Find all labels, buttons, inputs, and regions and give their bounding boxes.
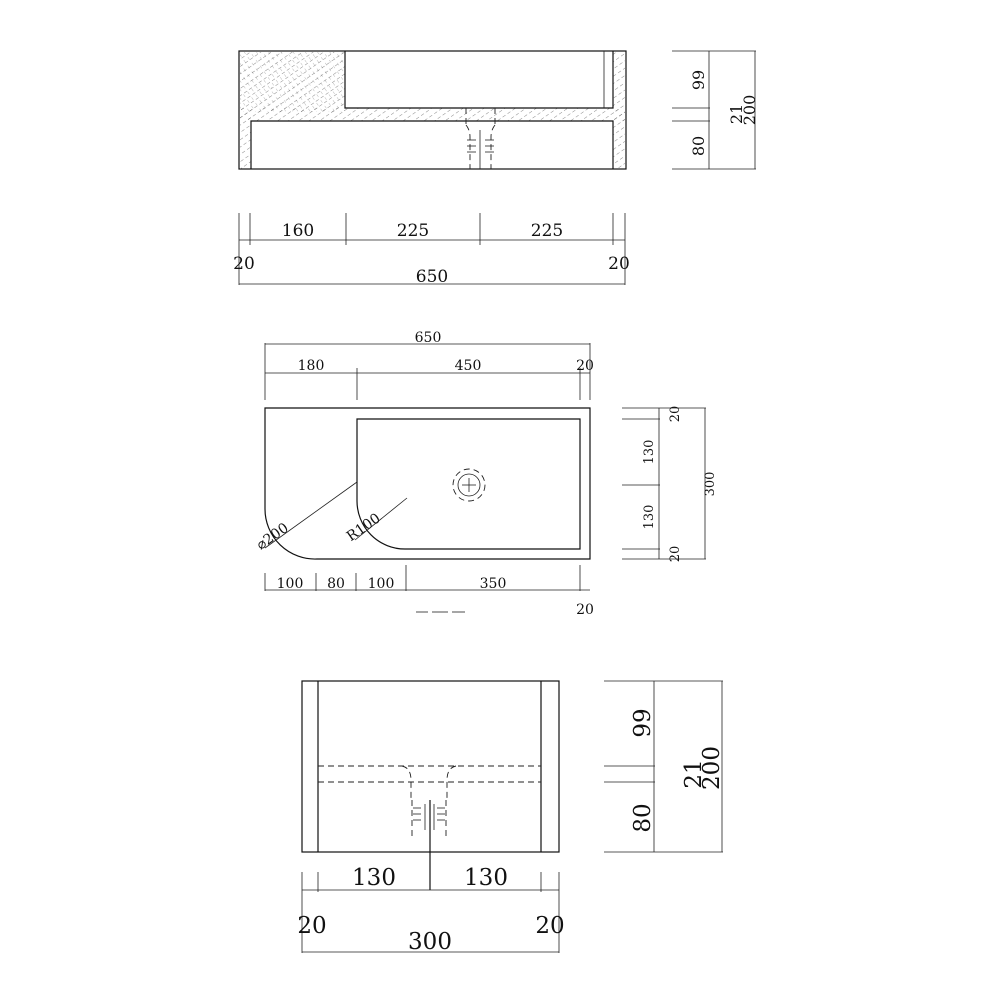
top-dim-h-bottom: 20 — [668, 546, 683, 563]
side-dim-right-inner: 130 — [464, 865, 508, 891]
front-view: 160 225 225 20 20 650 99 80 21 200 — [233, 50, 759, 287]
front-dim-h-gap: 21 — [727, 104, 746, 124]
side-dim-right: 20 — [535, 913, 564, 939]
side-hidden-lines — [318, 765, 541, 838]
top-dim-total: 650 — [415, 330, 442, 346]
top-dim-b4: 350 — [480, 576, 507, 592]
top-top-dims: 650 180 450 20 — [264, 330, 594, 400]
top-dim-b1: 100 — [277, 576, 304, 592]
top-dim-b5: 20 — [576, 602, 594, 618]
top-radius-leader — [354, 497, 408, 541]
front-dim-w1: 160 — [282, 221, 314, 241]
top-height-dims: 20 130 130 20 300 — [622, 406, 718, 563]
front-dim-h-total: 200 — [740, 95, 759, 126]
top-dim-h-lower: 130 — [642, 505, 657, 530]
side-dim-total: 300 — [408, 929, 452, 955]
side-height-dims: 99 80 21 200 — [604, 680, 725, 853]
side-dim-left-inner: 130 — [352, 865, 396, 891]
front-lower-cavity — [250, 120, 614, 169]
top-basin — [356, 418, 581, 550]
side-dim-h-total: 200 — [699, 746, 725, 790]
side-dim-h-gap: 21 — [681, 759, 707, 788]
front-dim-total: 650 — [416, 267, 448, 287]
front-dim-h-lower: 80 — [689, 136, 708, 156]
front-dim-w3: 225 — [531, 221, 563, 241]
front-dim-h-upper: 99 — [689, 70, 708, 90]
front-width-dims: 160 225 225 20 20 650 — [233, 213, 630, 287]
side-view: 130 130 20 20 300 99 80 21 200 — [297, 680, 725, 955]
top-diameter-label: ⌀200 — [254, 520, 292, 553]
top-dim-mid: 450 — [455, 358, 482, 374]
top-outline — [264, 407, 591, 560]
side-dim-h-upper: 99 — [630, 708, 656, 737]
top-dim-h-total: 300 — [703, 472, 718, 497]
side-width-dims: 130 130 20 20 300 — [297, 865, 564, 955]
front-basin-cavity — [344, 51, 614, 109]
top-drain — [452, 468, 486, 502]
top-dim-h-top: 20 — [668, 406, 683, 423]
front-hatch-floor — [240, 108, 625, 121]
front-hatch-block-2 — [240, 52, 345, 112]
top-dim-right: 20 — [576, 358, 594, 374]
top-dim-b2: 80 — [327, 576, 345, 592]
top-view: 650 180 450 20 ⌀200 R100 100 8 — [254, 330, 718, 618]
top-bottom-dims: 100 80 100 350 20 — [264, 565, 594, 618]
top-dim-left: 180 — [298, 358, 325, 374]
front-height-dims: 99 80 21 200 — [672, 50, 759, 170]
front-hatch-left-wall — [240, 112, 251, 169]
front-drain — [465, 108, 496, 169]
top-diameter-leader — [264, 481, 358, 549]
top-dim-h-upper: 130 — [642, 440, 657, 465]
top-dim-b3: 100 — [368, 576, 395, 592]
front-dim-left: 20 — [233, 254, 255, 274]
front-outline — [238, 50, 627, 170]
front-dim-w2: 225 — [397, 221, 429, 241]
side-dim-left: 20 — [297, 913, 326, 939]
side-dim-h-lower: 80 — [630, 803, 656, 832]
front-dim-right: 20 — [608, 254, 630, 274]
